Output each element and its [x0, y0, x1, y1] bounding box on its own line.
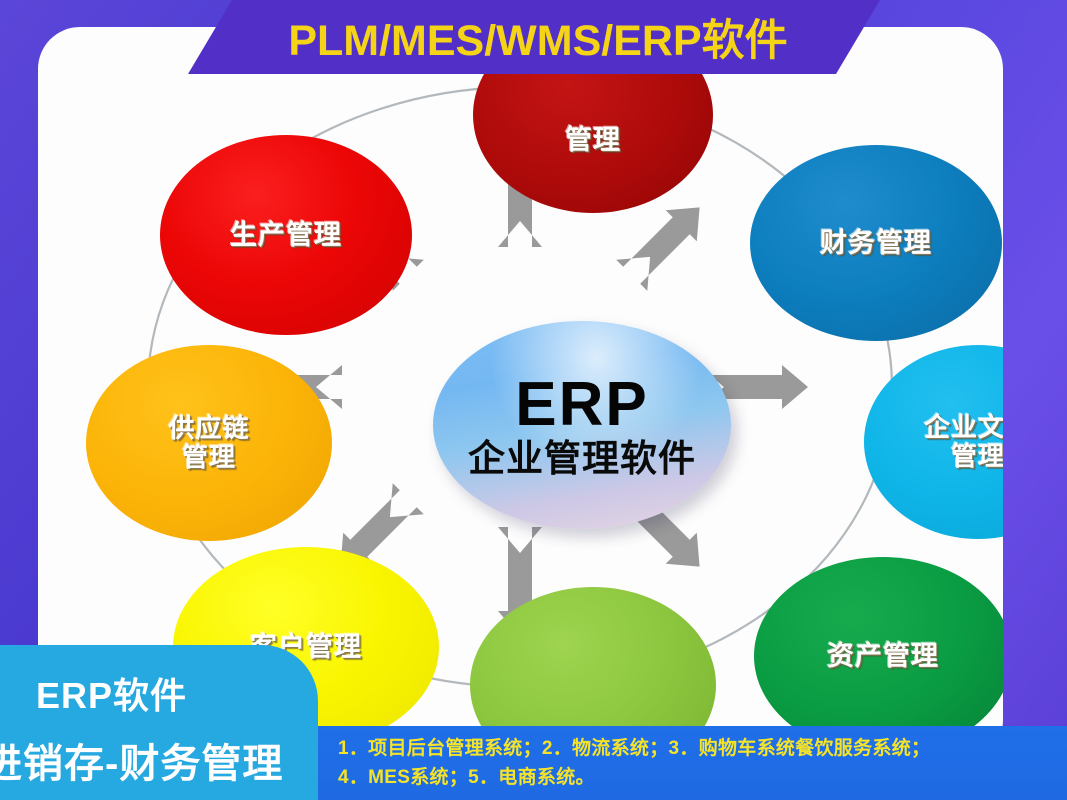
node-supplychain[interactable]: 供应链 管理 [86, 345, 332, 541]
node-asset[interactable]: 资产管理 [754, 557, 1003, 755]
top-banner-title: PLM/MES/WMS/ERP软件 [288, 17, 788, 65]
bottom-info-text: 1．项目后台管理系统；2．物流系统；3．购物车系统餐饮服务系统； 4．MES系统… [338, 734, 1058, 793]
node-supplychain-label-1: 供应链 [168, 412, 250, 443]
center-subtitle: 企业管理软件 [468, 437, 696, 479]
cyan-panel-line-2: 进销存-财务管理 [0, 742, 284, 786]
node-production[interactable]: 生产管理 [160, 135, 412, 335]
node-production-label: 生产管理 [230, 219, 342, 250]
node-document-label-2: 管理 [950, 441, 1003, 471]
top-banner: PLM/MES/WMS/ERP软件 [188, 0, 880, 74]
node-supplychain-label-2: 管理 [181, 442, 236, 472]
info-line-2: 4．MES系统；5．电商系统。 [338, 767, 595, 789]
node-top-center-label: 管理 [565, 125, 621, 155]
node-finance[interactable]: 财务管理 [750, 145, 1002, 341]
node-finance-label: 财务管理 [820, 227, 932, 258]
info-line-1: 1．项目后台管理系统；2．物流系统；3．购物车系统餐饮服务系统； [338, 738, 931, 759]
node-center-erp[interactable]: ERP 企业管理软件 [433, 321, 731, 529]
cyan-panel-line-1: ERP软件 [36, 675, 188, 716]
node-document-label-1: 企业文档 [923, 411, 1003, 442]
center-title: ERP [515, 369, 649, 439]
cyan-caption-panel: ERP软件 进销存-财务管理 [0, 645, 318, 800]
node-asset-label: 资产管理 [827, 640, 939, 671]
